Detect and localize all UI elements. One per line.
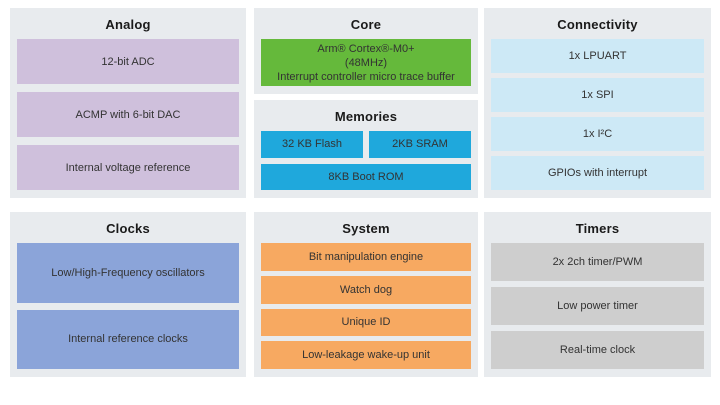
core-line-interrupt: Interrupt controller micro trace buffer [277,70,455,83]
panel-system-blocks: Bit manipulation engine Watch dog Unique… [261,243,471,369]
panel-timers: Timers 2x 2ch timer/PWM Low power timer … [484,212,711,377]
panel-connectivity-title: Connectivity [557,17,638,32]
block-rtc: Real-time clock [491,331,704,369]
block-timer-pwm: 2x 2ch timer/PWM [491,243,704,281]
core-line-cpu: Arm® Cortex®-M0+ [317,42,415,55]
panel-system: System Bit manipulation engine Watch dog… [254,212,478,377]
block-adc: 12-bit ADC [17,39,239,84]
block-wakeup-unit: Low-leakage wake-up unit [261,341,471,369]
block-oscillators: Low/High-Frequency oscillators [17,243,239,303]
panel-system-title: System [342,221,390,236]
panel-memories-title: Memories [334,109,398,124]
panel-timers-title: Timers [575,221,620,236]
panel-analog-title: Analog [105,17,151,32]
panel-clocks-title: Clocks [106,221,150,236]
panel-clocks: Clocks Low/High-Frequency oscillators In… [10,212,246,377]
panel-memories: Memories 32 KB Flash 2KB SRAM 8KB Boot R… [254,100,478,198]
block-gpio: GPIOs with interrupt [491,156,704,190]
block-bit-manipulation: Bit manipulation engine [261,243,471,271]
memories-row-2: 8KB Boot ROM [261,163,471,190]
panel-core: Core Arm® Cortex®-M0+ (48MHz) Interrupt … [254,8,478,94]
block-unique-id: Unique ID [261,308,471,337]
block-i2c: 1x I²C [491,117,704,151]
block-spi: 1x SPI [491,78,704,112]
block-low-power-timer: Low power timer [491,287,704,325]
panel-analog-blocks: 12-bit ADC ACMP with 6-bit DAC Internal … [17,39,239,190]
panel-core-title: Core [350,17,382,32]
core-line-freq: (48MHz) [344,56,388,69]
block-reference-clocks: Internal reference clocks [17,309,239,369]
block-voltage-reference: Internal voltage reference [17,145,239,190]
block-sram: 2KB SRAM [369,131,471,158]
memories-row-1: 32 KB Flash 2KB SRAM [261,131,471,158]
panel-core-blocks: Arm® Cortex®-M0+ (48MHz) Interrupt contr… [261,39,471,86]
panel-timers-blocks: 2x 2ch timer/PWM Low power timer Real-ti… [491,243,704,369]
panel-clocks-blocks: Low/High-Frequency oscillators Internal … [17,243,239,369]
block-flash: 32 KB Flash [261,131,363,158]
panel-connectivity-blocks: 1x LPUART 1x SPI 1x I²C GPIOs with inter… [491,39,704,190]
panel-analog: Analog 12-bit ADC ACMP with 6-bit DAC In… [10,8,246,198]
panel-connectivity: Connectivity 1x LPUART 1x SPI 1x I²C GPI… [484,8,711,198]
block-acmp-dac: ACMP with 6-bit DAC [17,92,239,137]
block-watchdog: Watch dog [261,275,471,304]
block-cortex-m0plus: Arm® Cortex®-M0+ (48MHz) Interrupt contr… [261,39,471,86]
block-lpuart: 1x LPUART [491,39,704,73]
panel-memories-blocks: 32 KB Flash 2KB SRAM 8KB Boot ROM [261,131,471,190]
block-boot-rom: 8KB Boot ROM [261,163,471,190]
